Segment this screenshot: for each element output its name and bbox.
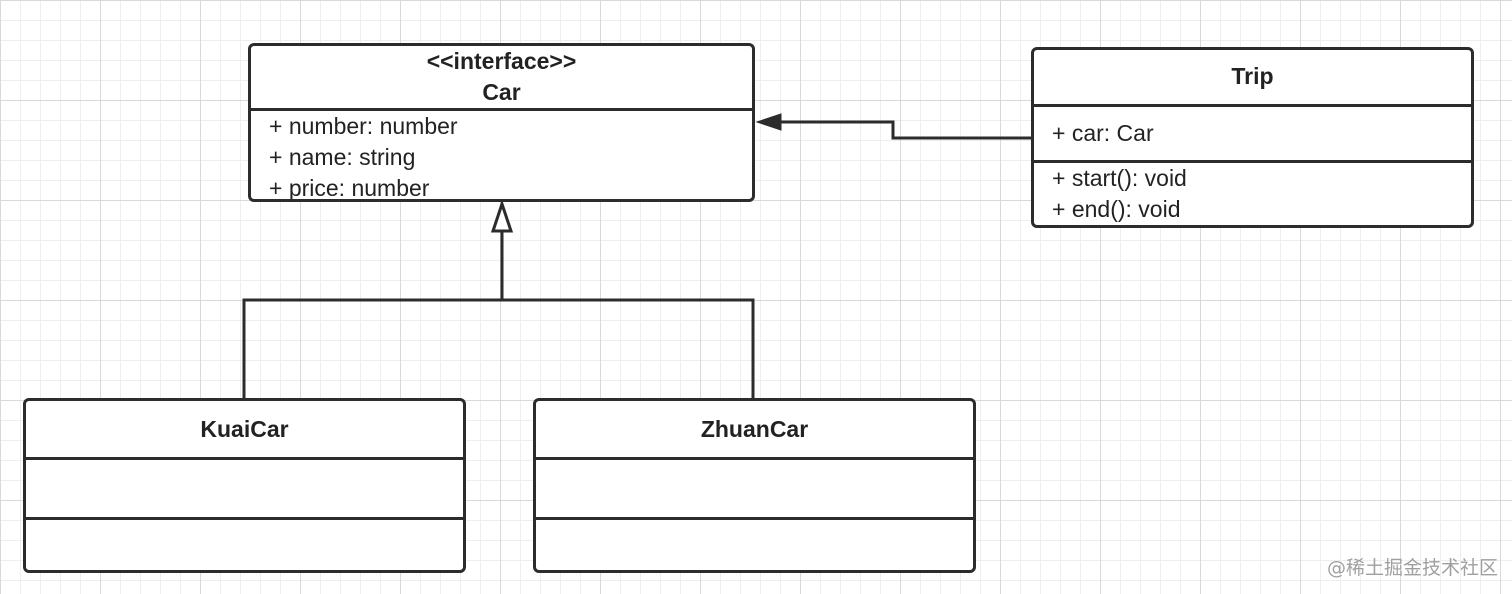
association-arrowhead: [755, 113, 782, 131]
class-kuaicar-header: KuaiCar: [26, 401, 463, 460]
class-zhuancar-operations: [536, 517, 973, 570]
class-name: Trip: [1231, 63, 1274, 90]
operation: + end(): void: [1052, 196, 1181, 222]
class-kuaicar-attributes: [26, 460, 463, 517]
class-trip-header: Trip: [1034, 50, 1471, 107]
association-trip-car: [775, 120, 1031, 140]
class-trip-attributes: + car: Car: [1034, 107, 1471, 161]
class-kuaicar-operations: [26, 517, 463, 570]
class-kuaicar[interactable]: KuaiCar: [23, 398, 466, 573]
class-name: Car: [482, 79, 521, 105]
class-zhuancar-attributes: [536, 460, 973, 517]
class-car[interactable]: <<interface>> Car + number: number + nam…: [248, 43, 755, 202]
attribute: + name: string: [269, 144, 416, 170]
class-trip[interactable]: Trip + car: Car + start(): void + end():…: [1031, 47, 1474, 228]
class-trip-operations: + start(): void + end(): void: [1034, 160, 1471, 225]
operation: + start(): void: [1052, 165, 1187, 191]
class-zhuancar[interactable]: ZhuanCar: [533, 398, 976, 573]
realization-kuaicar-branch: [242, 298, 502, 398]
watermark-text: @稀土掘金技术社区: [1326, 557, 1498, 579]
class-car-header: <<interface>> Car: [251, 46, 752, 111]
attribute: + price: number: [269, 175, 430, 201]
class-car-attributes: + number: number + name: string + price:…: [251, 111, 752, 201]
realization-zhuancar-branch: [502, 298, 755, 398]
stereotype-label: <<interface>>: [426, 48, 577, 74]
class-zhuancar-header: ZhuanCar: [536, 401, 973, 460]
attribute: + number: number: [269, 113, 458, 139]
class-name: KuaiCar: [200, 415, 289, 442]
realization-arrowhead: [490, 199, 514, 233]
class-name: ZhuanCar: [700, 415, 809, 442]
attribute: + car: Car: [1052, 119, 1154, 146]
